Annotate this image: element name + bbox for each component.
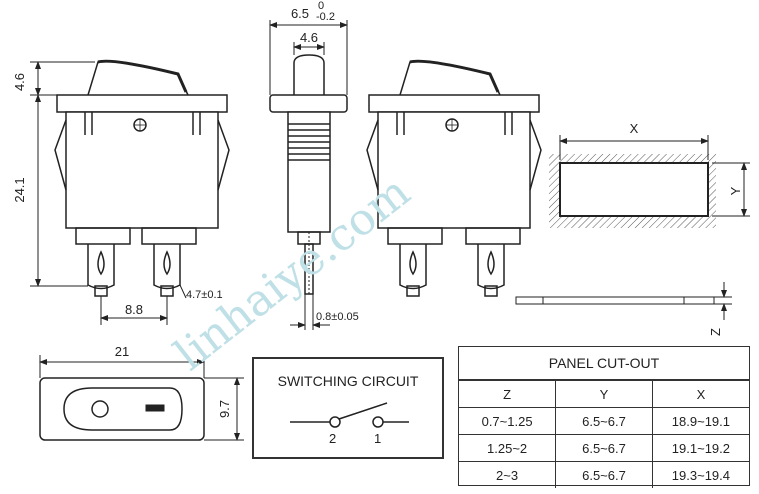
- table-cell: 6.5~6.7: [555, 434, 653, 462]
- body-height-label: 24.1: [12, 177, 27, 202]
- side-view: [269, 54, 348, 296]
- terminal-thickness-label: 0.8±0.05: [316, 311, 359, 323]
- table-cell: 18.9~19.1: [651, 407, 749, 435]
- terminal-width-label: 4.7±0.1: [186, 289, 223, 301]
- left-dimension-lines: [30, 61, 187, 325]
- terminal-1-label: 1: [374, 431, 382, 446]
- cutout-z-label: Z: [708, 328, 723, 336]
- table-cell: 1.25~2: [459, 434, 557, 462]
- panel-cross-section: [515, 282, 732, 320]
- top-tolerance-lower: -0.2: [316, 11, 335, 23]
- table-cell: 19.3~19.4: [651, 461, 749, 488]
- cutout-y-label: Y: [728, 186, 743, 195]
- panel-cutout-drawing: [549, 135, 750, 228]
- header-z: Z: [459, 380, 557, 408]
- table-row: 0.7~1.25 6.5~6.7 18.9~19.1: [459, 407, 749, 435]
- terminal-pitch-label: 8.8: [125, 302, 143, 317]
- front-view-right: [366, 59, 542, 297]
- table-header-row: Z Y X: [459, 380, 749, 408]
- front-view-left: [54, 59, 230, 297]
- table-cell: 2~3: [459, 461, 557, 488]
- panel-cutout-table: PANEL CUT-OUT Z Y X 0.7~1.25 6.5~6.7 18.…: [458, 346, 750, 488]
- table-row: 1.25~2 6.5~6.7 19.1~19.2: [459, 434, 749, 462]
- actuator-height-label: 4.6: [12, 73, 27, 91]
- table-cell: 6.5~6.7: [555, 407, 653, 435]
- bezel-length-label: 21: [115, 344, 129, 359]
- cutout-table: Z Y X 0.7~1.25 6.5~6.7 18.9~19.1 1.25~2 …: [459, 380, 749, 488]
- top-width-label: 6.5: [291, 6, 309, 21]
- header-y: Y: [555, 380, 653, 408]
- table-cell: 19.1~19.2: [651, 434, 749, 462]
- terminal-2-label: 2: [329, 431, 337, 446]
- switching-circuit-box: SWITCHING CIRCUIT 2 1: [252, 357, 444, 459]
- switching-circuit-title: SWITCHING CIRCUIT: [277, 373, 419, 389]
- table-cell: 0.7~1.25: [459, 407, 557, 435]
- header-x: X: [651, 380, 749, 408]
- panel-cutout-title: PANEL CUT-OUT: [459, 347, 749, 380]
- bezel-top-view: [39, 355, 244, 441]
- side-dimension-lines: [269, 20, 348, 330]
- actuator-width-label: 4.6: [300, 30, 318, 45]
- cutout-x-label: X: [630, 121, 639, 136]
- table-cell: 6.5~6.7: [555, 461, 653, 488]
- bezel-width-label: 9.7: [217, 400, 232, 418]
- top-tolerance-upper: 0: [318, 0, 324, 12]
- table-row: 2~3 6.5~6.7 19.3~19.4: [459, 461, 749, 488]
- switch-symbol: [290, 402, 409, 428]
